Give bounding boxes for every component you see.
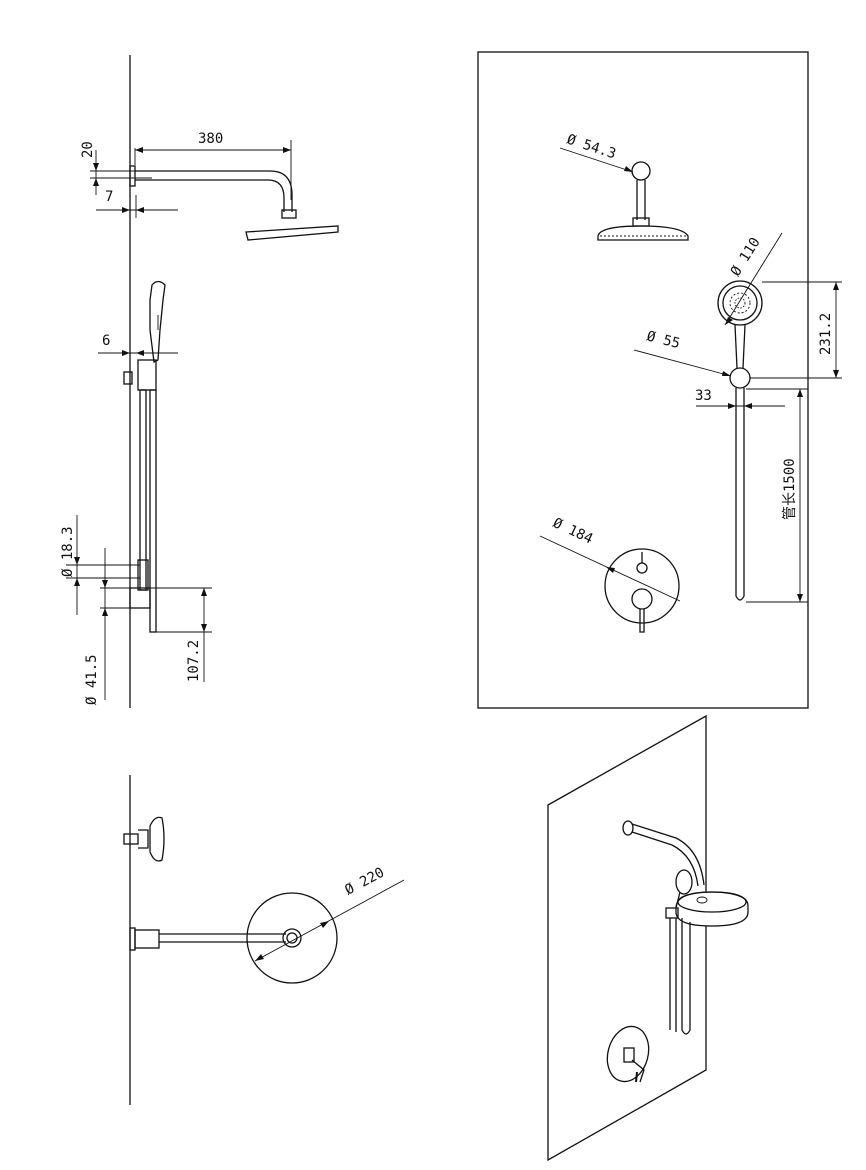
dim-380: 380 [198, 131, 223, 147]
dim-diam-54-3: Ø 54.3 [565, 132, 618, 163]
front-view-frame [477, 51, 809, 709]
dim-diam-41-5: Ø 41.5 [84, 654, 100, 705]
dim-diam-55: Ø 55 [645, 328, 682, 352]
handset-side [123, 280, 166, 391]
iso-handset [665, 869, 693, 1035]
shower-arm [129, 165, 339, 241]
valve-top [123, 816, 165, 862]
dim-20: 20 [80, 141, 96, 158]
front-view: Ø 54.3 Ø 110 231.2 Ø 55 33 [477, 51, 842, 709]
handset-front [717, 280, 763, 601]
dim-diam-184: Ø 184 [550, 515, 595, 547]
dim-231-2: 231.2 [818, 313, 834, 355]
iso-valve [606, 1025, 650, 1083]
iso-wall-panel [547, 714, 707, 1162]
dim-diam-110: Ø 110 [728, 235, 764, 279]
side-view: 380 20 7 6 Ø 18.3 [60, 55, 339, 708]
dim-107-2: 107.2 [186, 640, 202, 682]
shower-arm-top [129, 892, 338, 984]
top-view: Ø 220 [123, 775, 405, 1105]
dim-7: 7 [105, 189, 113, 205]
dim-diam-18-3: Ø 18.3 [60, 526, 76, 577]
shower-head-front [597, 161, 689, 241]
iso-shower-arm [622, 820, 749, 927]
dim-6: 6 [102, 333, 110, 349]
dim-hose-1500: 管长1500 [782, 458, 798, 520]
dim-33: 33 [695, 388, 712, 404]
valve-front [604, 548, 680, 633]
isometric-view [547, 714, 749, 1162]
dim-diam-220: Ø 220 [342, 865, 387, 899]
